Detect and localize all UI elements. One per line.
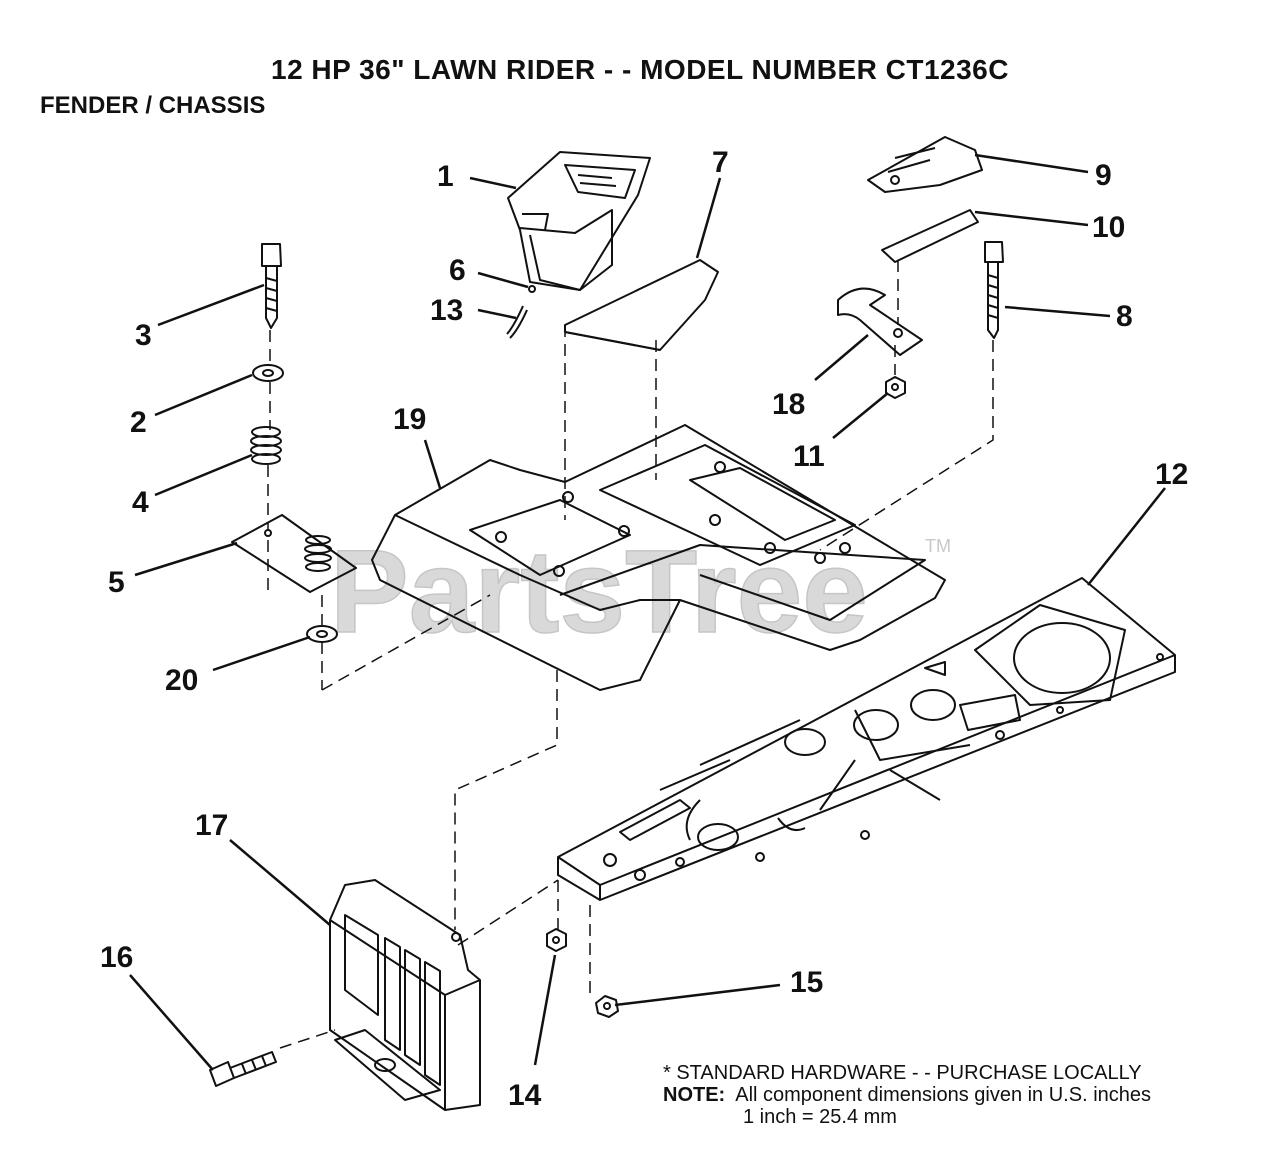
callout-14: 14 (508, 1079, 542, 1112)
callout-13: 13 (430, 294, 463, 327)
callout-11: 11 (793, 440, 825, 473)
part-spring-4[interactable] (250, 426, 282, 465)
part-chassis-frame[interactable] (557, 577, 1176, 901)
watermark-trademark: TM (925, 536, 951, 556)
part-bolt-8[interactable] (984, 241, 1004, 339)
part-bolt-3[interactable] (261, 243, 282, 329)
conversion-note: 1 inch = 25.4 mm (743, 1106, 897, 1128)
dimensions-note: NOTE: All component dimensions given in … (663, 1084, 1151, 1106)
callout-15: 15 (790, 966, 823, 999)
part-plate-10[interactable] (881, 209, 979, 263)
callout-7: 7 (712, 146, 729, 179)
callout-2: 2 (130, 406, 147, 439)
callout-3: 3 (135, 319, 152, 352)
part-bolt-16[interactable] (209, 1051, 277, 1087)
assembly-lines (267, 260, 994, 1049)
callout-10: 10 (1092, 211, 1125, 244)
note-text: All component dimensions given in U.S. i… (735, 1084, 1152, 1106)
part-bracket-9[interactable] (867, 136, 983, 193)
note-label: NOTE: (663, 1084, 726, 1106)
callout-20: 20 (165, 664, 198, 697)
part-clip-18[interactable] (837, 287, 923, 356)
callout-5: 5 (108, 566, 125, 599)
callout-1: 1 (437, 160, 454, 193)
section-subtitle: FENDER / CHASSIS (40, 92, 266, 119)
callout-17: 17 (195, 809, 228, 842)
part-nut-11[interactable] (885, 376, 906, 399)
callout-9: 9 (1095, 159, 1112, 192)
hardware-line: * STANDARD HARDWARE - - PURCHASE LOCALLY (663, 1062, 1142, 1084)
part-pad[interactable] (564, 259, 719, 351)
callout-12: 12 (1155, 458, 1188, 491)
part-rear-bracket-17[interactable] (329, 879, 481, 1111)
hardware-note: * STANDARD HARDWARE - - PURCHASE LOCALLY… (663, 1062, 1151, 1128)
callout-16: 16 (100, 941, 133, 974)
watermark-text: PartsTree (330, 526, 868, 658)
part-fender[interactable] (371, 424, 946, 691)
callout-4: 4 (132, 486, 149, 519)
part-plate-5[interactable] (231, 514, 357, 593)
callout-6: 6 (449, 254, 466, 287)
part-washer-2[interactable] (252, 364, 284, 382)
part-screw-13[interactable] (506, 285, 536, 339)
part-cup-holder[interactable] (507, 151, 651, 291)
leader-lines (129, 153, 1166, 1071)
callout-8: 8 (1116, 300, 1133, 333)
callout-18: 18 (772, 388, 805, 421)
part-nut-14[interactable] (546, 928, 567, 952)
part-nut-15[interactable] (595, 995, 619, 1018)
callout-19: 19 (393, 403, 426, 436)
diagram-title: 12 HP 36" LAWN RIDER - - MODEL NUMBER CT… (271, 54, 1009, 85)
